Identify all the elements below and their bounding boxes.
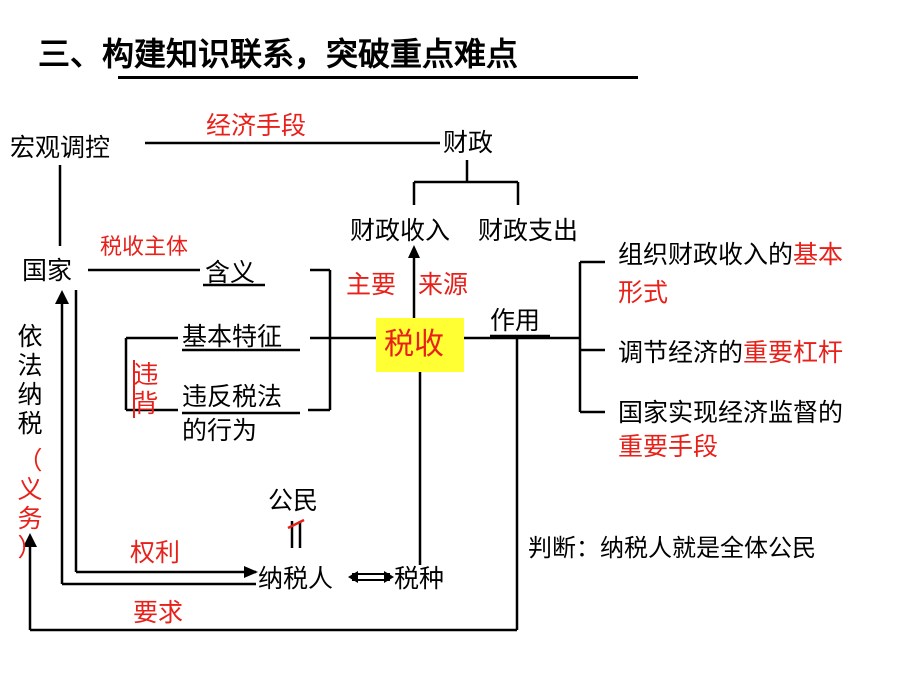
node-basic-features: 基本特征 [182,322,283,351]
label-rights: 权利 [130,538,181,567]
function-2-highlight: 重要杠杆 [743,338,844,367]
page-title: 三、构建知识联系，突破重点难点 [38,35,519,73]
node-tax: 税收 [384,327,444,362]
function-2-text: 调节经济的 [618,338,744,367]
label-function: 作用 [490,306,541,335]
node-state: 国家 [22,256,73,285]
judgment-statement: 判断：纳税人就是全体公民 [528,534,816,562]
tax-highlight-box [376,318,464,372]
node-meaning: 含义 [205,258,256,287]
node-fiscal-income: 财政收入 [350,216,451,245]
function-1-text: 组织财政收入的 [618,240,794,269]
label-source: 来源 [418,270,469,299]
title-underline [118,76,638,79]
node-finance: 财政 [443,128,494,157]
node-citizen: 公民 [268,486,319,515]
node-macro-control: 宏观调控 [10,133,111,162]
function-item-3: 国家实现经济监督的 [618,398,844,427]
function-3-highlight: 重要手段 [618,432,719,461]
function-1-highlight-b: 形式 [618,278,669,307]
node-tax-types: 税种 [394,564,445,593]
node-pay-by-law: 依法纳税 [17,322,43,438]
label-requirements: 要求 [133,598,184,627]
label-obligation: （义务） [17,446,43,562]
function-item-1: 组织财政收入的基本 [618,242,843,267]
node-violation-line2: 的行为 [182,416,258,445]
node-violation-line1: 违反税法 [182,382,283,411]
node-taxpayer: 纳税人 [258,564,334,593]
label-violate: 违背 [133,360,159,418]
function-1-highlight-a: 基本 [793,240,844,269]
label-main: 主要 [346,270,397,299]
function-item-2: 调节经济的重要杠杆 [618,340,843,365]
label-economic-means: 经济手段 [206,111,307,140]
node-fiscal-expense: 财政支出 [478,216,579,245]
label-tax-subject: 税收主体 [100,235,189,260]
